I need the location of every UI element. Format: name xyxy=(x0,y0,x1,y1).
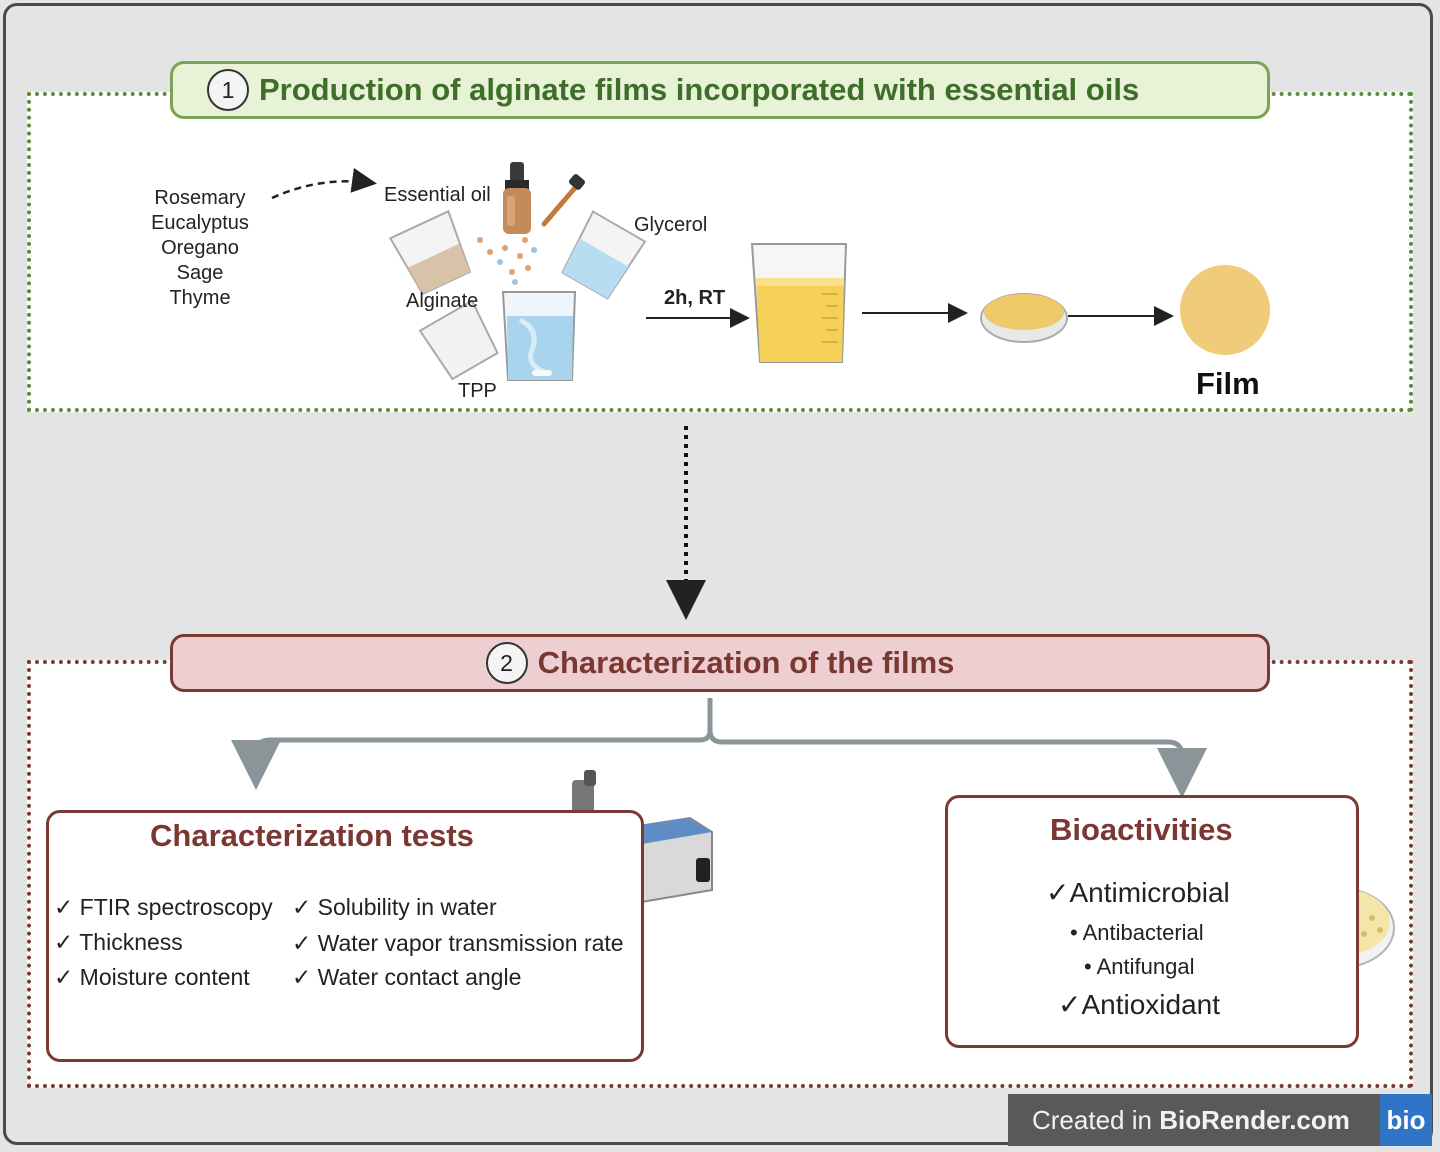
test-item: ✓ Thickness xyxy=(54,929,183,955)
characterization-title: Characterization of the films xyxy=(537,645,955,680)
dropper-icon xyxy=(541,174,585,227)
bioactivity-item: ✓Antimicrobial xyxy=(1046,877,1230,908)
bioactivities-title: Bioactivities xyxy=(1050,812,1233,847)
glycerol-label: Glycerol xyxy=(634,214,708,236)
test-item: ✓ Water vapor transmission rate xyxy=(292,930,624,956)
tpp-flask-icon xyxy=(418,299,499,381)
oil-item: Eucalyptus xyxy=(151,212,249,234)
characterization-tests-title: Characterization tests xyxy=(150,818,474,853)
bioactivity-subitem: • Antibacterial xyxy=(1070,920,1204,945)
condition-label: 2h, RT xyxy=(664,287,726,309)
credit-text: Created in BioRender.com xyxy=(1008,1105,1380,1136)
oils-to-essential-oil-arrow xyxy=(271,167,377,200)
step-number-2: 2 xyxy=(485,642,528,684)
branch-connector xyxy=(231,698,1207,798)
characterization-tests-card xyxy=(46,810,644,1062)
bioactivity-item: ✓Antioxidant xyxy=(1058,989,1220,1020)
oils-list: Rosemary Eucalyptus Oregano Sage Thyme xyxy=(140,186,260,311)
tpp-label: TPP xyxy=(458,380,497,402)
oil-item: Thyme xyxy=(169,287,231,309)
production-title: Production of alginate films incorporate… xyxy=(259,72,1140,107)
step-number-1: 1 xyxy=(207,69,249,111)
alginate-label: Alginate xyxy=(406,290,479,312)
oil-item: Oregano xyxy=(161,237,239,259)
bioactivities-card xyxy=(945,795,1359,1048)
petri-dish-icon xyxy=(980,293,1068,343)
glycerol-beaker-icon xyxy=(561,210,647,300)
characterization-banner: 2 Characterization of the films xyxy=(170,634,1270,692)
alginate-beaker-icon xyxy=(388,209,472,296)
film-label: Film xyxy=(1196,366,1260,401)
biorender-credit[interactable]: Created in BioRender.com bio xyxy=(1008,1094,1432,1146)
credit-prefix: Created in xyxy=(1032,1104,1160,1135)
test-item: ✓ Moisture content xyxy=(54,964,250,990)
solution-beaker-icon xyxy=(750,243,848,363)
essential-oil-label: Essential oil xyxy=(384,184,491,206)
credit-brand: BioRender.com xyxy=(1159,1104,1350,1135)
test-item: ✓ FTIR spectroscopy xyxy=(54,894,273,920)
essential-oil-bottle-icon xyxy=(503,162,531,234)
biorender-logo-icon: bio xyxy=(1380,1094,1432,1146)
oil-item: Rosemary xyxy=(154,187,246,209)
oil-item: Sage xyxy=(176,262,224,284)
test-item: ✓ Water contact angle xyxy=(292,964,522,990)
mixing-beaker-icon xyxy=(501,291,577,381)
bioactivity-subitem: • Antifungal xyxy=(1084,954,1195,979)
outer-frame xyxy=(3,3,1433,1145)
test-item: ✓ Solubility in water xyxy=(292,894,497,920)
film-disc-icon xyxy=(1180,265,1270,355)
production-banner: 1 Production of alginate films incorpora… xyxy=(170,61,1270,119)
oil-droplets-icon xyxy=(477,237,537,285)
